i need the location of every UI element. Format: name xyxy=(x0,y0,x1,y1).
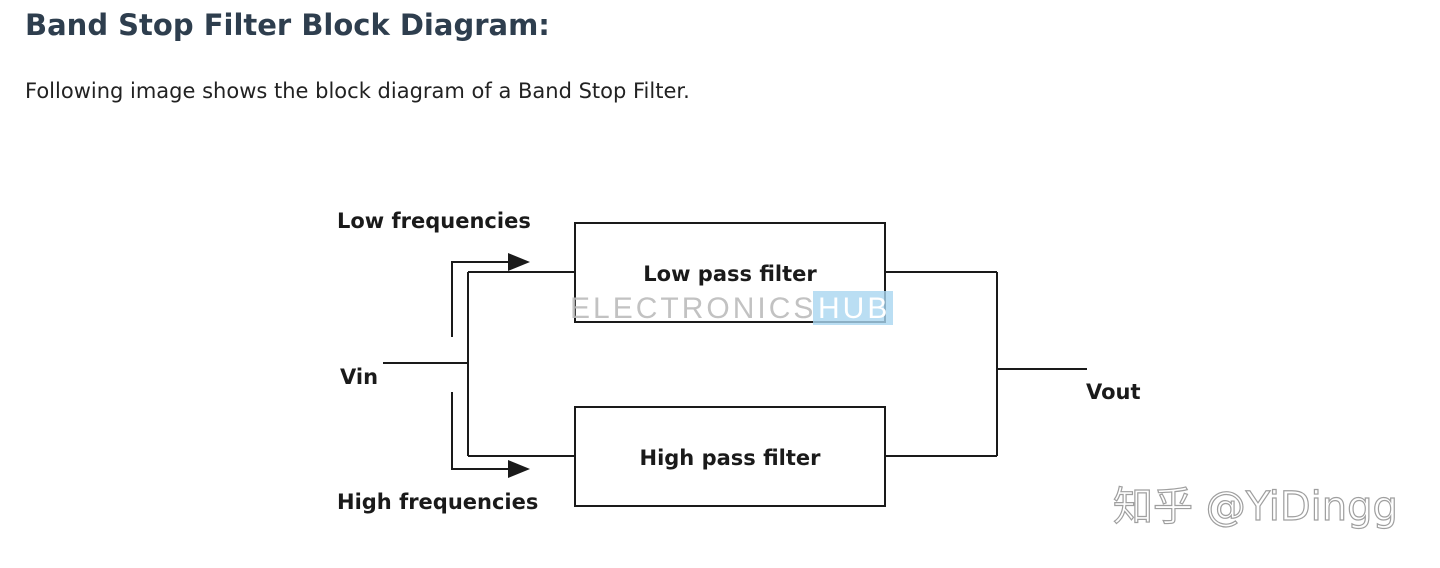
intro-paragraph: Following image shows the block diagram … xyxy=(25,79,690,103)
hub-watermark-text: HUB xyxy=(818,292,890,325)
high-frequencies-label: High frequencies xyxy=(337,490,538,514)
input-wiring xyxy=(383,271,575,457)
section-heading: Band Stop Filter Block Diagram: xyxy=(25,8,550,42)
vin-label: Vin xyxy=(340,365,378,389)
hub-watermark-badge xyxy=(813,291,893,325)
output-wiring xyxy=(885,271,1087,457)
low-frequency-arrow xyxy=(451,253,530,337)
high-pass-filter-label: High pass filter xyxy=(640,446,822,470)
electronics-watermark-text: ELECTRONICS xyxy=(570,292,816,325)
high-frequency-arrow xyxy=(451,392,530,478)
vout-label: Vout xyxy=(1086,380,1141,404)
electronics-hub-watermark: ELECTRONICS HUB xyxy=(570,291,893,325)
low-frequencies-label: Low frequencies xyxy=(337,209,531,233)
low-pass-filter-label: Low pass filter xyxy=(643,262,817,286)
zhihu-watermark: 知乎 @YiDingg xyxy=(1113,484,1398,530)
